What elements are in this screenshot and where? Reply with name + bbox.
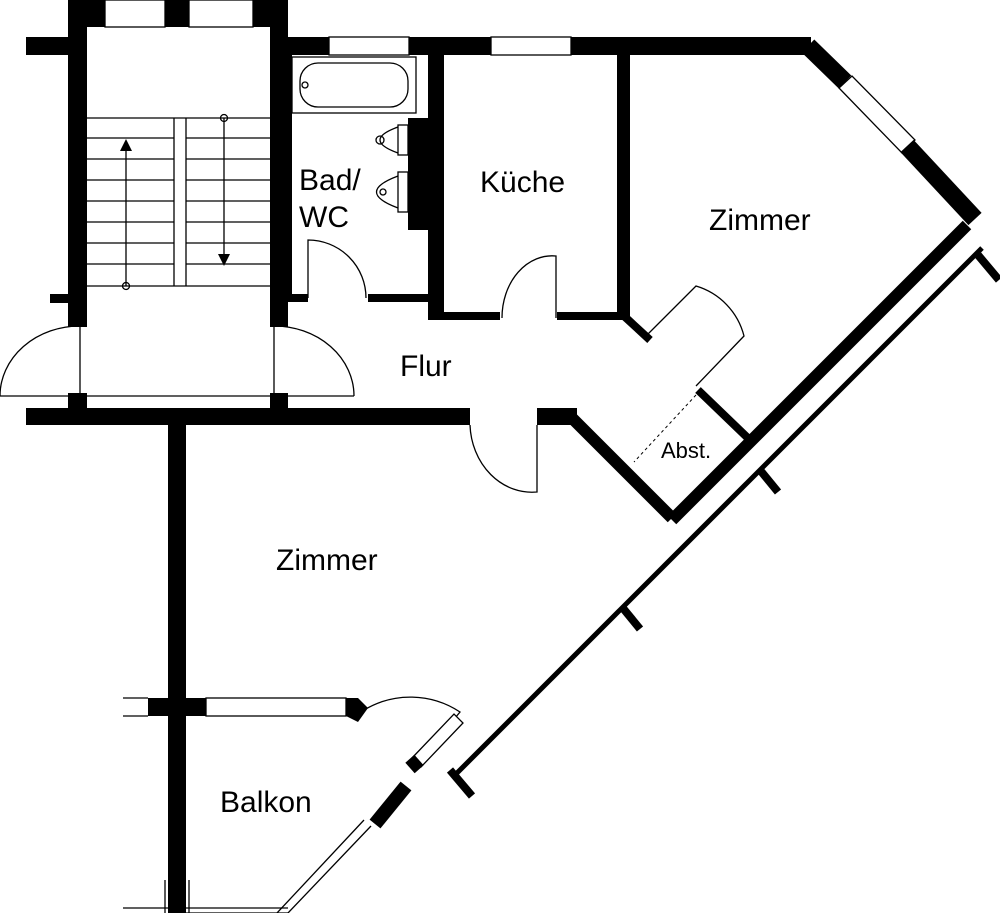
stairs [87,113,270,291]
up-arrow-icon [120,139,132,151]
room-zimmer-upper: Zimmer [621,204,811,387]
room-label-zimmer-unten: Zimmer [276,544,378,577]
stair-entry-door[interactable] [0,325,355,397]
room-label-bad-line1: Bad/ [299,164,361,197]
room-label-zimmer-oben: Zimmer [709,204,811,237]
bathroom: Bad/ WC [288,55,444,320]
zimmer-lower-door[interactable] [469,424,538,493]
north-wall [288,36,982,226]
kitchen-door[interactable] [501,255,557,319]
washbasin-icon [375,124,409,156]
middle-wall [26,393,677,523]
balcony-door[interactable] [363,696,461,761]
hallway: Flur [400,350,452,383]
room-label-abst: Abst. [661,438,711,463]
down-arrow-icon [218,254,230,266]
zimmer-upper-door[interactable] [645,285,745,387]
kitchen: Küche [428,55,630,320]
bathtub-icon [291,56,417,114]
room-label-balkon: Balkon [220,786,312,819]
east-facade [446,220,1000,799]
stairwell [0,0,355,397]
room-label-flur: Flur [400,350,452,383]
room-label-kueche: Küche [480,166,565,199]
toilet-icon [376,171,409,213]
bathroom-door[interactable] [307,239,367,299]
storage-room: Abst. [633,387,755,463]
room-zimmer-lower: Zimmer [168,425,378,913]
balcony: Balkon [123,696,464,913]
room-label-bad-line2: WC [299,201,349,234]
